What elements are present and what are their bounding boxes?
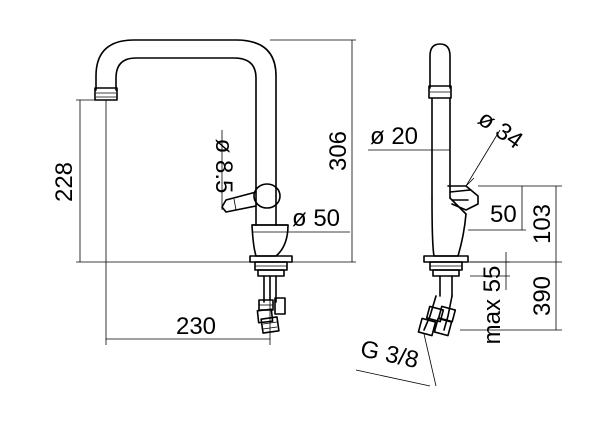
leader-g38 [355, 369, 431, 387]
label-306: 306 [325, 131, 352, 171]
label-dia-50: ø 50 [292, 205, 340, 232]
spout-inner [115, 57, 257, 189]
label-dia-8-5: ø 8.5 [210, 139, 237, 194]
aerator [94, 87, 118, 101]
side-base-plate [423, 255, 469, 263]
side-view [417, 43, 479, 337]
dimension-labels: 228 306 230 ø 8.5 ø 50 ø 20 ø 34 50 103 … [51, 105, 556, 374]
hose-fitting-right [260, 316, 280, 334]
leader-dia34 [465, 129, 501, 187]
label-max-55: max 55 [479, 266, 506, 345]
label-50: 50 [490, 201, 517, 228]
side-dimensions [355, 129, 562, 387]
label-230: 230 [176, 313, 216, 340]
base-cylinder [251, 224, 289, 257]
side-aerator [428, 85, 452, 99]
label-390: 390 [529, 276, 556, 316]
label-dia-20: ø 20 [370, 123, 418, 150]
spout-outer [95, 39, 277, 189]
side-hose-left [423, 295, 437, 331]
side-spout-top [429, 43, 451, 89]
lever-knob [253, 183, 281, 209]
label-dia-34: ø 34 [473, 105, 528, 155]
front-view [94, 39, 293, 334]
label-228: 228 [51, 162, 78, 202]
side-base-body [431, 197, 467, 257]
side-lever [447, 185, 479, 211]
front-dimensions [76, 39, 356, 345]
label-g-3-8: G 3/8 [358, 335, 421, 374]
lever-handle [221, 191, 257, 213]
label-103: 103 [529, 204, 556, 244]
base-plate [249, 255, 293, 263]
side-hose-right [443, 295, 453, 331]
